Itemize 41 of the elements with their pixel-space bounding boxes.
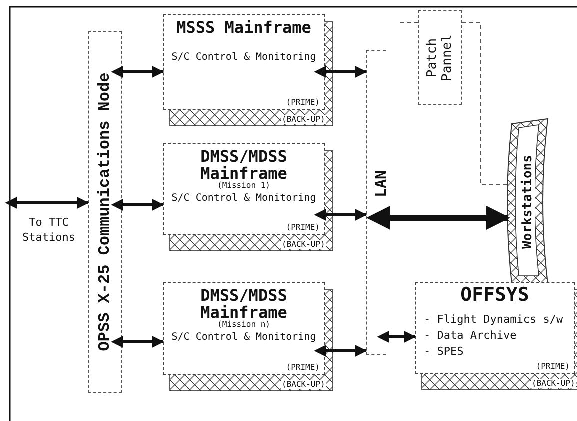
double-arrow [377,331,416,343]
box-title: DMSS/MDSS Mainframe [200,287,288,321]
list-item: - Data Archive [424,329,517,342]
system-box [163,282,325,375]
system-box [415,282,575,374]
double-arrow [5,197,90,209]
box-title: OFFSYS [460,287,530,304]
double-arrow [111,336,164,348]
node-label: Workstations [520,154,536,248]
mission-label: (Mission 1) [216,181,272,190]
mission-label: (Mission n) [216,320,272,329]
double-arrow [111,66,164,78]
double-arrow [314,209,368,221]
list-item: - Flight Dynamics s/w [424,313,564,326]
note-label: To TTC Stations [22,215,76,245]
box-title: DMSS/MDSS Mainframe [200,148,288,182]
node-label: Patch Pannel [425,33,455,83]
function-label: S/C Control & Monitoring [170,193,318,204]
patch-panel-box [418,10,462,105]
double-arrow [314,66,368,78]
double-arrow [314,345,368,357]
status-label: (PRIME) [286,98,320,107]
box-title: MSSS Mainframe [176,19,312,36]
node-label: OPSS X-25 Communications Node [96,72,114,352]
function-label: S/C Control & Monitoring [170,332,318,343]
backup-label: (BACK-UP) [281,240,326,249]
communications-node-band [88,31,122,393]
double-arrow [366,206,510,230]
status-label: (PRIME) [286,223,320,232]
system-box [163,14,325,110]
status-label: (PRIME) [536,362,570,371]
backup-label: (BACK-UP) [281,115,326,124]
backup-label: (BACK-UP) [531,379,576,388]
backup-label: (BACK-UP) [281,380,326,389]
workstations-shape [506,118,550,285]
list-item: - SPES [424,345,464,358]
system-box [163,143,325,235]
connector-line [400,22,418,24]
double-arrow [111,199,164,211]
function-label: S/C Control & Monitoring [170,52,318,63]
status-label: (PRIME) [286,363,320,372]
